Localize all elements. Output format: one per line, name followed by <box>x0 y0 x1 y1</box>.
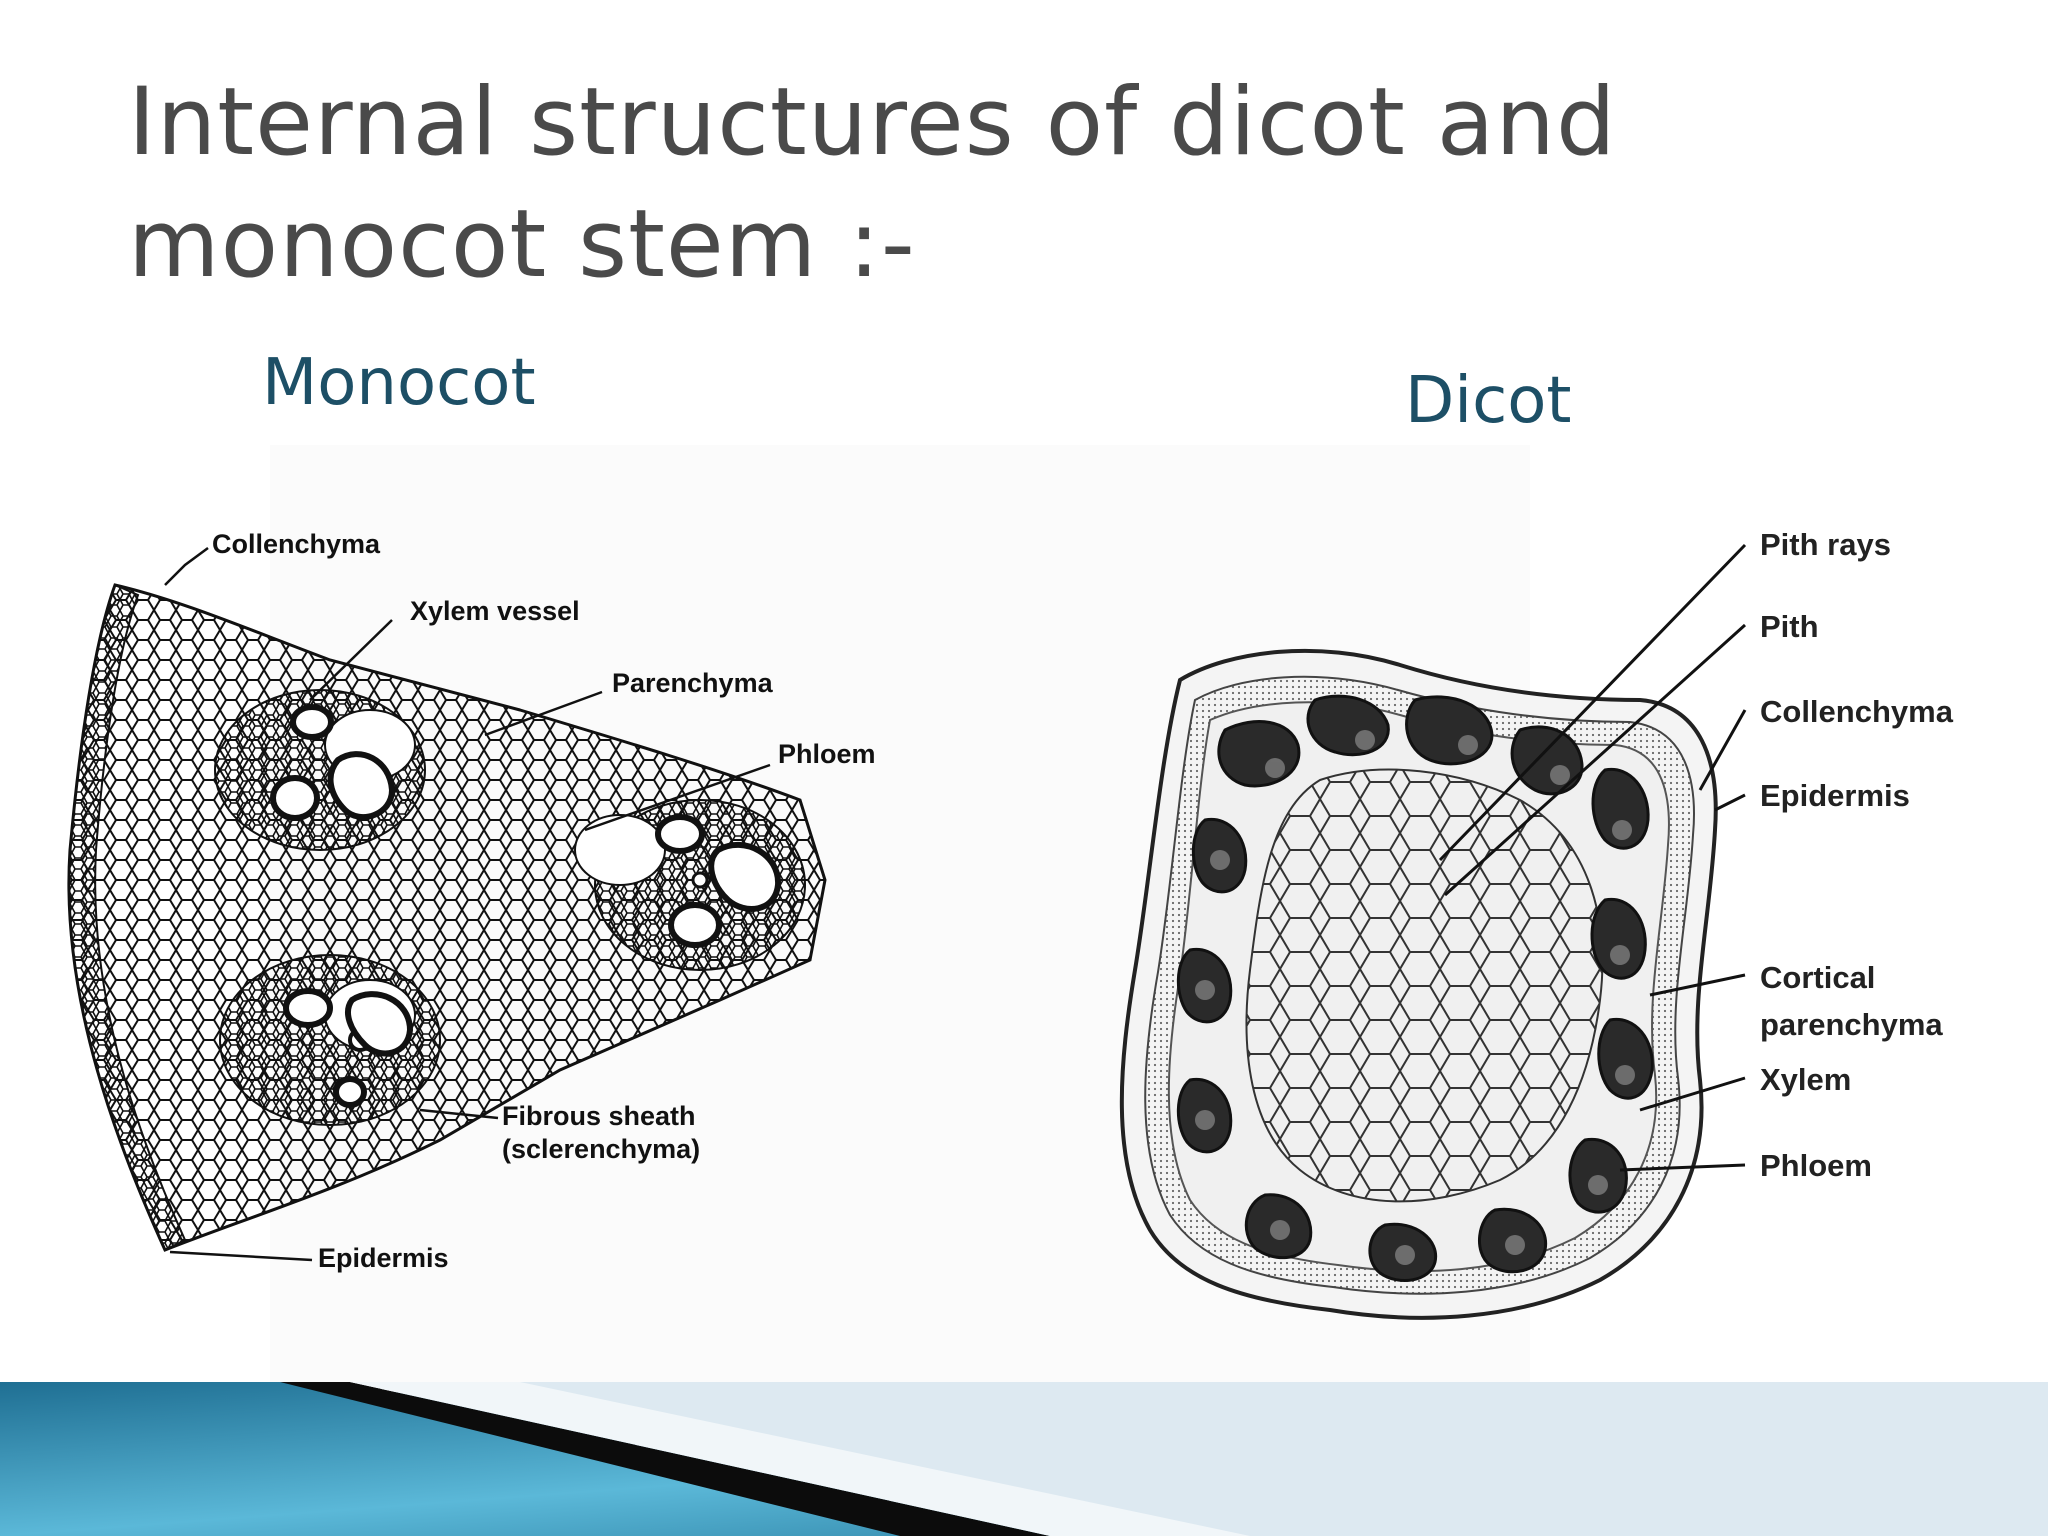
dicot-label-parenchyma: parenchyma <box>1760 1007 1943 1042</box>
monocot-label-xylem-vessel: Xylem vessel <box>410 596 580 626</box>
footer-decoration <box>0 1382 2048 1536</box>
dicot-label-phloem: Phloem <box>1760 1148 1872 1183</box>
slide-title-line1: Internal structures of dicot and <box>128 68 1617 177</box>
dicot-label-xylem: Xylem <box>1760 1062 1851 1097</box>
monocot-diagram: Collenchyma Xylem vessel Parenchyma Phlo… <box>67 529 876 1273</box>
monocot-heading: Monocot <box>262 346 536 420</box>
monocot-leader-lines <box>164 546 771 1262</box>
dicot-pith <box>1245 768 1604 1203</box>
dicot-heading: Dicot <box>1405 364 1572 438</box>
slide-title-line2: monocot stem :- <box>128 190 916 299</box>
dicot-leader-lines <box>1438 543 1747 1172</box>
monocot-label-fibrous-sheath: Fibrous sheath <box>502 1101 696 1131</box>
dicot-label-collenchyma: Collenchyma <box>1760 694 1954 729</box>
dicot-label-cortical: Cortical <box>1760 960 1875 995</box>
monocot-label-collenchyma: Collenchyma <box>212 529 381 559</box>
monocot-label-epidermis: Epidermis <box>318 1243 449 1273</box>
monocot-epidermis-band <box>67 583 187 1252</box>
monocot-label-phloem: Phloem <box>778 739 876 769</box>
dicot-label-pith-rays: Pith rays <box>1760 527 1891 562</box>
slide-title: Internal structures of dicot and monocot… <box>128 62 1928 306</box>
monocot-label-parenchyma: Parenchyma <box>612 668 774 698</box>
dicot-diagram: Pith rays Pith Collenchyma Epidermis Cor… <box>1119 527 1954 1320</box>
dicot-label-pith: Pith <box>1760 609 1819 644</box>
monocot-label-sclerenchyma: (sclerenchyma) <box>502 1134 700 1164</box>
dicot-label-epidermis: Epidermis <box>1760 778 1910 813</box>
